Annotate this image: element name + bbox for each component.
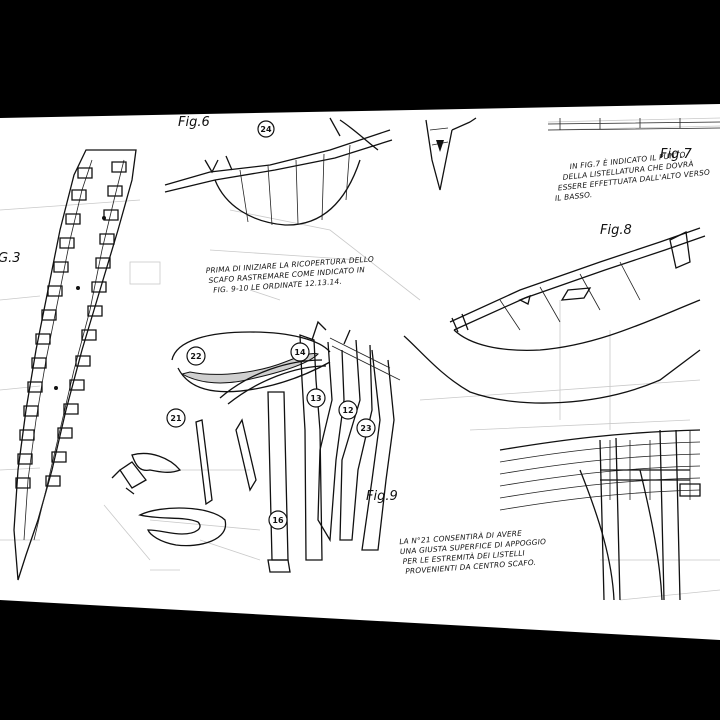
part-13-label: 13: [310, 394, 321, 403]
fig7-note-line-4: IL BASSO.: [554, 190, 592, 203]
fig8-hull-perspective: [403, 227, 706, 404]
part-14-marker: [290, 342, 310, 362]
part-21-label: 21: [170, 414, 182, 423]
fig7-stern-top: [547, 118, 720, 131]
part-22-label: 22: [190, 352, 201, 361]
fig8-label: Fig.8: [600, 223, 632, 238]
part-21-marker: [166, 408, 186, 428]
fig3-label: G.3: [0, 251, 20, 266]
part-24-label: 24: [260, 125, 272, 134]
part-23-marker: [356, 418, 376, 438]
part-13-marker: [306, 388, 326, 408]
fig7-bow-section: [425, 117, 477, 191]
part-12-marker: [338, 400, 358, 420]
part-14-label: 14: [294, 348, 306, 357]
fig7-label: Fig.7: [660, 147, 692, 162]
fig3-keel-plan: [13, 149, 137, 581]
background-drafting-lines: [0, 117, 720, 601]
part-16-marker: [268, 510, 288, 530]
fig6-label: Fig.6: [178, 115, 210, 130]
fig10-stern-planking: [499, 429, 701, 601]
paper-sheet: [0, 104, 720, 640]
part-22-marker: [186, 346, 206, 366]
fig6-hull-section: [164, 117, 393, 226]
fig9-label: Fig.9: [366, 489, 398, 504]
part21-detail: [103, 452, 227, 571]
part-number-markers: 22 14 13 12 23 21 16: [166, 342, 376, 530]
part-12-label: 12: [342, 406, 353, 415]
part-16-label: 16: [272, 516, 284, 525]
part-23-label: 23: [360, 424, 371, 433]
